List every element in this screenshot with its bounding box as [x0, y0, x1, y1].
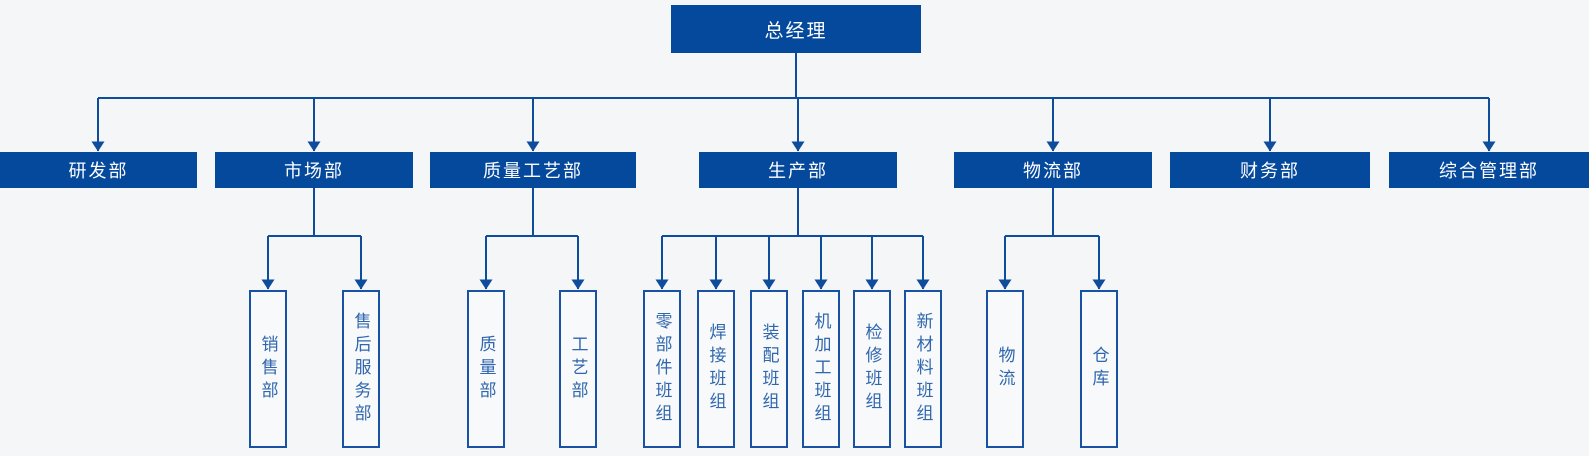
org-node-logistics-dept[interactable]: 物流部 [954, 152, 1152, 188]
org-node-quality-dept[interactable]: 质量部 [467, 290, 505, 448]
org-node-quality-process-dept[interactable]: 质量工艺部 [430, 152, 636, 188]
org-node-after-sales-service-dept[interactable]: 售后服务部 [342, 290, 380, 448]
org-node-research-dept[interactable]: 研发部 [0, 152, 197, 188]
org-node-machining-team[interactable]: 机加工班组 [802, 290, 840, 448]
org-node-parts-team[interactable]: 零部件班组 [643, 290, 681, 448]
org-node-new-materials-team[interactable]: 新材料班组 [904, 290, 942, 448]
org-node-general-manager[interactable]: 总经理 [671, 5, 921, 53]
org-node-process-dept[interactable]: 工艺部 [559, 290, 597, 448]
org-node-logistics[interactable]: 物流 [986, 290, 1024, 448]
org-node-finance-dept[interactable]: 财务部 [1170, 152, 1370, 188]
org-node-welding-team[interactable]: 焊接班组 [697, 290, 735, 448]
org-node-maintenance-team[interactable]: 检修班组 [853, 290, 891, 448]
org-node-sales-dept[interactable]: 销售部 [249, 290, 287, 448]
org-node-assembly-team[interactable]: 装配班组 [750, 290, 788, 448]
org-node-general-admin-dept[interactable]: 综合管理部 [1389, 152, 1589, 188]
org-node-warehouse[interactable]: 仓库 [1080, 290, 1118, 448]
org-node-marketing-dept[interactable]: 市场部 [215, 152, 413, 188]
org-node-production-dept[interactable]: 生产部 [699, 152, 897, 188]
